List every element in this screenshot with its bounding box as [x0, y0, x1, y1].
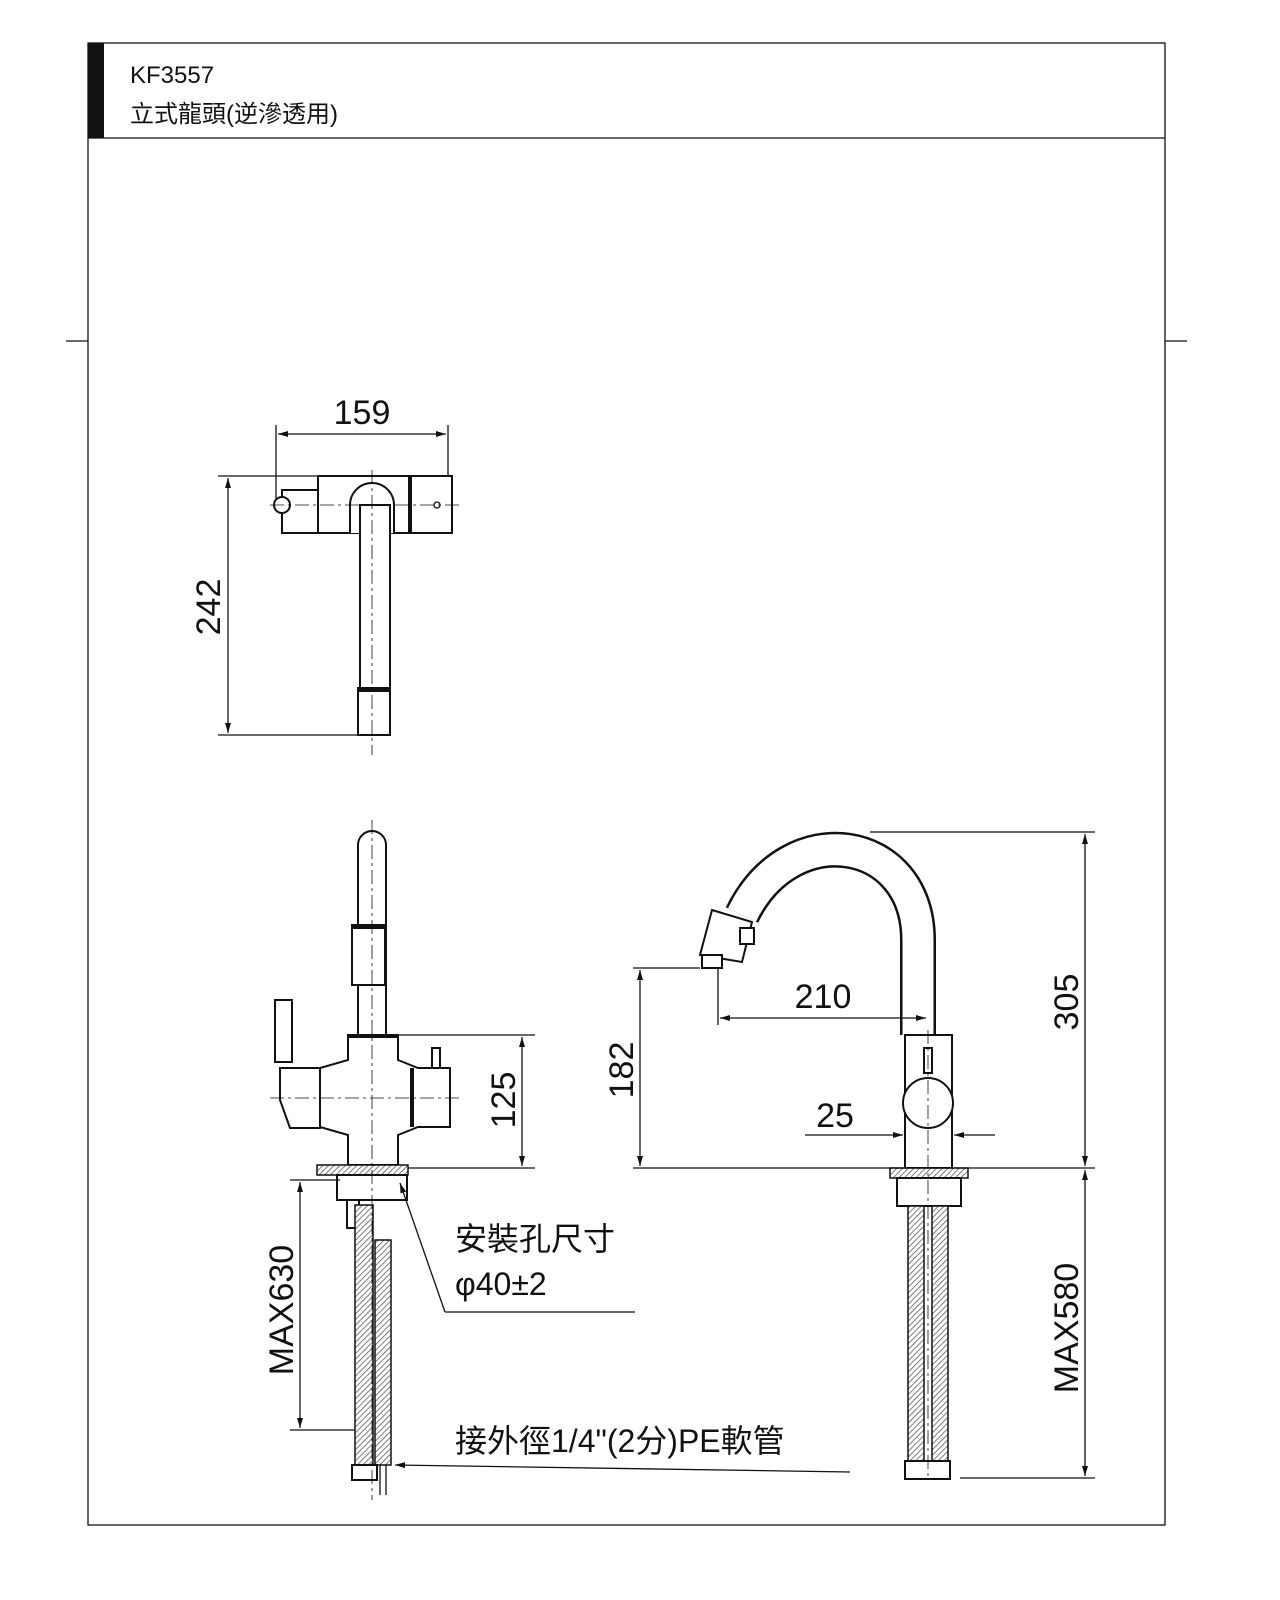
dim-hose-right: MAX580 — [1048, 1263, 1086, 1393]
side-view — [633, 831, 1095, 1480]
dim-outlet-height: 182 — [603, 1042, 641, 1099]
hose-spec: 接外徑1/4"(2分)PE軟管 — [455, 1423, 785, 1459]
hole-label: 安裝孔尺寸 — [455, 1221, 615, 1257]
hole-size: φ40±2 — [455, 1266, 547, 1302]
front-view — [270, 820, 851, 1500]
model-number: KF3557 — [130, 62, 214, 89]
top-view — [218, 425, 460, 755]
dim-spout-height: 305 — [1048, 974, 1086, 1031]
product-title: 立式龍頭(逆滲透用) — [130, 101, 338, 128]
dim-top-depth: 242 — [190, 579, 228, 636]
dim-reach: 210 — [795, 978, 852, 1016]
dim-body-height: 125 — [485, 1072, 523, 1129]
dim-base-dia: 25 — [816, 1097, 854, 1135]
dim-top-width: 159 — [334, 394, 391, 432]
frame — [66, 42, 1187, 1526]
dim-hose-left: MAX630 — [263, 1245, 301, 1375]
